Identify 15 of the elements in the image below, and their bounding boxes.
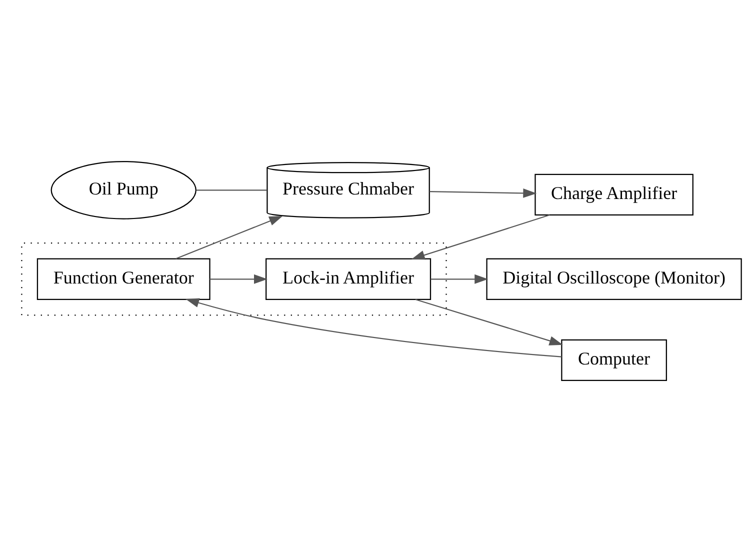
arrow [430, 274, 488, 284]
arrow [415, 298, 563, 346]
node-box: Charge Amplifier [534, 174, 694, 216]
arrow [411, 214, 550, 260]
node-ellipse: Oil Pump [50, 161, 196, 220]
cluster [21, 242, 447, 316]
arrow [210, 274, 268, 284]
arrow [186, 298, 562, 358]
arrow [430, 188, 537, 198]
node-box: Computer [561, 339, 667, 382]
node-box: Lock-in Amplifier [266, 258, 432, 300]
node-box: Function Generator [36, 258, 210, 300]
node-box: Digital Oscilloscope (Monitor) [486, 258, 742, 300]
arrow [176, 216, 283, 260]
connector [196, 190, 267, 191]
